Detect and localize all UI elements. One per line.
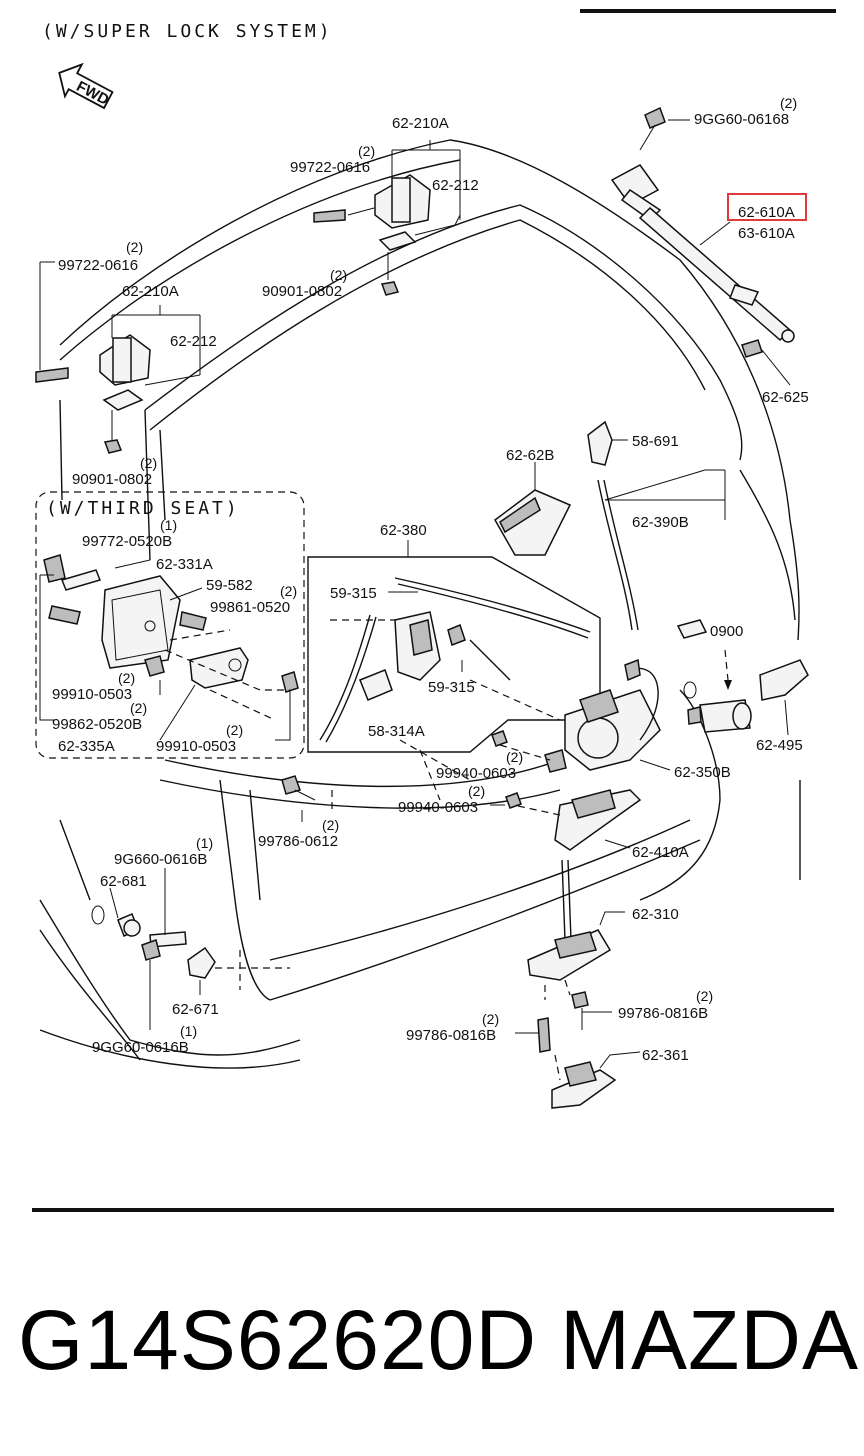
part-label-59-315-b: 59-315 bbox=[428, 679, 475, 696]
part-label-0900: 0900 bbox=[710, 623, 743, 640]
third-seat-title: (W/THIRD SEAT) bbox=[46, 498, 240, 519]
part-label-62-380: 62-380 bbox=[380, 522, 427, 539]
part-label-99722-0616-top: 99722-0616 bbox=[290, 159, 370, 176]
part-label-62-62B: 62-62B bbox=[506, 447, 554, 464]
part-label-58-691: 58-691 bbox=[632, 433, 679, 450]
actuator bbox=[544, 658, 671, 773]
part-label-99772-0520B: 99772-0520B bbox=[82, 533, 172, 550]
part-label-99861-0520: 99861-0520 bbox=[210, 599, 290, 616]
quantity-label-99940-0603-b: (2) bbox=[468, 783, 485, 799]
key-cylinder bbox=[676, 619, 809, 736]
hinge-left bbox=[35, 261, 201, 454]
quantity-label-99772-0520B: (1) bbox=[160, 517, 177, 533]
part-label-62-210A-left: 62-210A bbox=[122, 283, 179, 300]
part-label-58-314A: 58-314A bbox=[368, 723, 425, 740]
part-label-99786-0612: 99786-0612 bbox=[258, 833, 338, 850]
part-label-59-582: 59-582 bbox=[206, 577, 253, 594]
nuts bbox=[490, 730, 561, 816]
part-label-63-610A: 63-610A bbox=[738, 225, 795, 242]
part-label-62-210A-top: 62-210A bbox=[392, 115, 449, 132]
part-number: G14S62620D bbox=[18, 1293, 538, 1387]
part-label-62-610A: 62-610A bbox=[738, 204, 795, 221]
part-label-62-212-top: 62-212 bbox=[432, 177, 479, 194]
part-label-99786-0816B-r: 99786-0816B bbox=[618, 1005, 708, 1022]
quantity-label-90901-0802-top: (2) bbox=[330, 267, 347, 283]
lock-assembly-panel bbox=[307, 540, 601, 801]
part-label-9GG60-06168-top: 9GG60-06168 bbox=[694, 111, 789, 128]
gas-strut bbox=[610, 106, 795, 386]
quantity-label-99786-0612: (2) bbox=[322, 817, 339, 833]
part-label-99940-0603-a: 99940-0603 bbox=[436, 765, 516, 782]
quantity-label-99861-0520: (2) bbox=[280, 583, 297, 599]
handle-parts bbox=[494, 420, 726, 631]
part-label-62-681: 62-681 bbox=[100, 873, 147, 890]
third-seat-box bbox=[35, 491, 305, 759]
part-label-9GG60-0616B-bot: 9GG60-0616B bbox=[92, 1039, 189, 1056]
latch-and-striker bbox=[515, 789, 642, 1109]
part-label-62-335A: 62-335A bbox=[58, 738, 115, 755]
quantity-label-9GG60-06168-top: (2) bbox=[780, 95, 797, 111]
quantity-label-99722-0616-left: (2) bbox=[126, 239, 143, 255]
part-label-99910-0503-a: 99910-0503 bbox=[52, 686, 132, 703]
part-label-62-310: 62-310 bbox=[632, 906, 679, 923]
fwd-arrow-icon: FWD bbox=[58, 62, 114, 110]
part-label-99862-0520B: 99862-0520B bbox=[52, 716, 142, 733]
part-label-9G660-0616B: 9G660-0616B bbox=[114, 851, 207, 868]
part-label-62-495: 62-495 bbox=[756, 737, 803, 754]
brand-name: MAZDA bbox=[560, 1293, 859, 1387]
part-label-62-350B: 62-350B bbox=[674, 764, 731, 781]
part-label-62-671: 62-671 bbox=[172, 1001, 219, 1018]
quantity-label-99786-0816B-r: (2) bbox=[696, 988, 713, 1004]
part-label-62-331A: 62-331A bbox=[156, 556, 213, 573]
quantity-label-99786-0816B-l: (2) bbox=[482, 1011, 499, 1027]
hinge-top bbox=[313, 140, 461, 296]
part-label-90901-0802-top: 90901-0802 bbox=[262, 283, 342, 300]
part-label-99940-0603-b: 99940-0603 bbox=[398, 799, 478, 816]
part-label-90901-0802-left: 90901-0802 bbox=[72, 471, 152, 488]
part-label-62-390B: 62-390B bbox=[632, 514, 689, 531]
quantity-label-99940-0603-a: (2) bbox=[506, 749, 523, 765]
quantity-label-9GG60-0616B-bot: (1) bbox=[180, 1023, 197, 1039]
part-label-99910-0503-b: 99910-0503 bbox=[156, 738, 236, 755]
part-label-62-212-left: 62-212 bbox=[170, 333, 217, 350]
part-label-99786-0816B-l: 99786-0816B bbox=[406, 1027, 496, 1044]
header-title: (W/SUPER LOCK SYSTEM) bbox=[42, 21, 333, 42]
part-label-62-625: 62-625 bbox=[762, 389, 809, 406]
highlight-box bbox=[727, 193, 807, 221]
quantity-label-99910-0503-a: (2) bbox=[118, 670, 135, 686]
part-label-99722-0616-left: 99722-0616 bbox=[58, 257, 138, 274]
quantity-label-99862-0520B: (2) bbox=[130, 700, 147, 716]
quantity-label-99910-0503-b: (2) bbox=[226, 722, 243, 738]
part-label-62-410A: 62-410A bbox=[632, 844, 689, 861]
liftgate-outline bbox=[39, 139, 801, 1069]
quantity-label-90901-0802-left: (2) bbox=[140, 455, 157, 471]
quantity-label-9G660-0616B: (1) bbox=[196, 835, 213, 851]
part-label-62-361: 62-361 bbox=[642, 1047, 689, 1064]
part-label-59-315-a: 59-315 bbox=[330, 585, 377, 602]
lower-left-parts bbox=[109, 775, 333, 1030]
quantity-label-99722-0616-top: (2) bbox=[358, 143, 375, 159]
label-layer: 62-210A99722-0616(2)62-21290901-0802(2)9… bbox=[46, 95, 809, 1064]
